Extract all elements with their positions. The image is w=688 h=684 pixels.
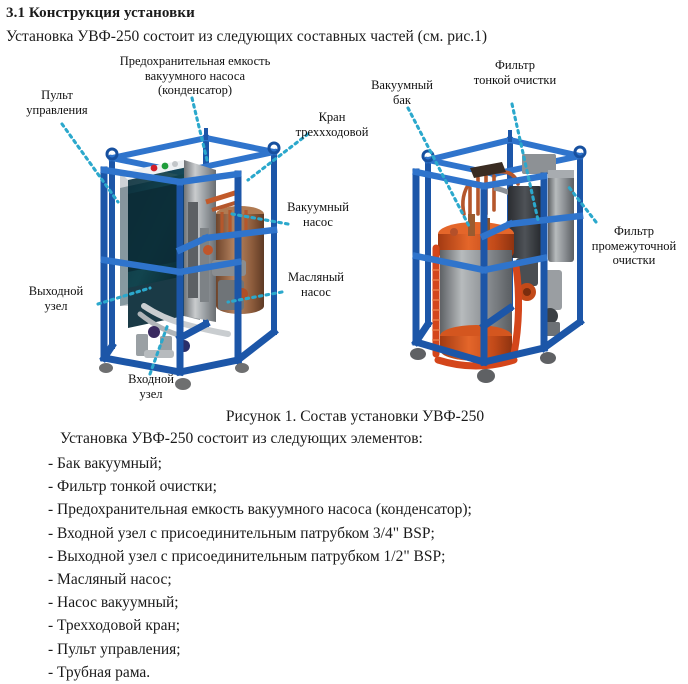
leader-maslyanyy-nasos: [226, 290, 284, 304]
label-line: Вакуумный бак: [371, 78, 433, 107]
label-line: Фильтр промежуточной очистки: [591, 224, 677, 268]
component-list: - Бак вакуумный; - Фильтр тонкой очистки…: [48, 452, 472, 684]
inlet-outlet-manifold: [136, 326, 190, 358]
figure-caption: Рисунок 1. Состав установки УВФ-250: [225, 408, 485, 425]
section-heading: 3.1 Конструкция установки: [6, 5, 195, 21]
label-maslyanyy-nasos: Масляный насос: [276, 270, 356, 299]
figure-uvf250: Пульт управления Предохранительная емкос…: [0, 52, 688, 408]
leader-vyhodnoy: [96, 286, 152, 306]
machine-photo-right: [398, 110, 598, 410]
label-filtr-tonkoy-ochistki: Фильтр тонкой очистки: [460, 58, 570, 87]
label-vakuumnyy-nasos: Вакуумный насос: [278, 200, 358, 229]
list-item: - Пульт управления;: [48, 640, 181, 658]
casters-left: [99, 363, 249, 390]
leader-lines: [60, 96, 598, 376]
intro-paragraph: Установка УВФ-250 состоит из следующих с…: [6, 28, 487, 45]
label-line: Вакуумный насос: [287, 200, 349, 229]
list-item: - Бак вакуумный;: [48, 455, 162, 472]
casters-right: [410, 348, 556, 383]
label-line: Входной узел: [128, 372, 174, 401]
label-vhodnoy-uzel: Входной узел: [112, 372, 190, 401]
label-vakuumnyy-bak: Вакуумный бак: [360, 78, 444, 107]
leader-pult: [60, 122, 120, 204]
list-item: - Выходной узел с присоединительным патр…: [48, 547, 446, 565]
leader-kran: [246, 132, 310, 182]
document-page: 3.1 Конструкция установки Установка УВФ-…: [0, 5, 688, 681]
label-filtr-promezhutochnoy-ochistki: Фильтр промежуточной очистки: [582, 224, 686, 268]
leader-filtr-promezh: [566, 184, 598, 224]
list-item: - Трехходовой кран;: [48, 617, 181, 635]
label-line: Пульт управления: [26, 88, 88, 117]
label-line: Масляный насос: [288, 270, 344, 299]
label-line: Кран треххходовой: [295, 110, 369, 139]
label-line: Фильтр тонкой очистки: [473, 58, 557, 87]
list-item: - Насос вакуумный;: [48, 594, 179, 612]
leader-vakuumnyy-nasos: [230, 212, 290, 226]
label-predohranitelnaya-emkost: Предохранительная емкость вакуумного нас…: [104, 54, 286, 98]
label-kran-trekhhodovoy: Кран треххходовой: [292, 110, 372, 139]
list-item: - Предохранительная емкость вакуумного н…: [48, 501, 472, 519]
machine-left-illustration: [99, 128, 281, 390]
label-vyhodnoy-uzel: Выходной узел: [14, 284, 98, 313]
list-item: - Фильтр тонкой очистки;: [48, 478, 217, 496]
label-line: Предохранительная емкость вакуумного нас…: [119, 54, 271, 98]
list-item: - Входной узел с присоединительным патру…: [48, 524, 435, 542]
list-item: - Масляный насос;: [48, 571, 172, 589]
label-pult-upravleniya: Пульт управления: [14, 88, 100, 117]
red-hose-right: [432, 244, 523, 370]
list-item: - Трубная рама.: [48, 663, 151, 681]
leader-emkost: [190, 96, 210, 166]
leader-vakuumnyy-bak: [406, 106, 472, 230]
list-lead-in: Установка УВФ-250 состоит из следующих э…: [60, 430, 423, 447]
leader-vhodnoy: [148, 322, 170, 376]
machine-photo-left: [88, 110, 288, 410]
machine-right-illustration: [410, 130, 587, 383]
label-line: Выходной узел: [28, 284, 84, 313]
leader-filtr-tonkoy: [510, 102, 540, 222]
